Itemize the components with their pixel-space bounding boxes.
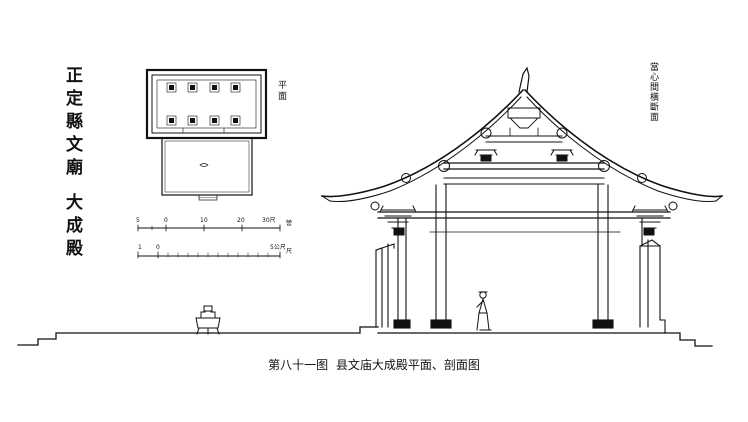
scale-upper-tick-0: 5: [136, 217, 140, 224]
plan-label: 平面: [276, 80, 286, 102]
plan-columns: [169, 85, 238, 123]
section-label: 當心間橫斷面: [648, 62, 658, 122]
outer-columns: [393, 217, 643, 329]
plan-burner-mark: [199, 163, 209, 167]
scale-upper-tick-2: 10: [200, 217, 208, 224]
plan-platform: [161, 137, 253, 196]
ground-profile: [17, 326, 713, 347]
scale-lower-tick-2: 5公尺: [270, 244, 286, 251]
left-wall: [375, 243, 395, 328]
human-figure: [476, 291, 492, 331]
floor-plan: [145, 68, 268, 201]
figure-caption: 第八十一图 县文庙大成殿平面、剖面图: [0, 356, 748, 373]
scale-bar-upper: [137, 224, 281, 232]
cross-section: [321, 66, 723, 334]
scale-upper-tick-4: 30尺: [262, 217, 276, 224]
figure-number: 第八十一图: [268, 358, 329, 372]
scale-lower-unit: 尺: [286, 248, 292, 255]
scale-lower-tick-0: 1: [138, 244, 142, 251]
drawing-title: 正定縣文廟 大成殿: [62, 66, 82, 262]
eave-brackets-right: [631, 205, 669, 236]
plan-floor: [156, 79, 257, 129]
scale-upper-tick-1: 0: [164, 217, 168, 224]
roof-right: [523, 88, 723, 198]
upper-brackets: [474, 127, 574, 162]
right-wall: [639, 239, 666, 334]
eave-brackets-left: [379, 205, 417, 236]
scale-bar-lower: [137, 251, 281, 259]
plan-inner-wall: [151, 74, 262, 134]
inner-columns: [430, 184, 614, 329]
plan-column-bases: [166, 82, 241, 126]
roof-left: [321, 88, 525, 198]
scale-upper-unit: 營: [286, 219, 292, 227]
incense-burner: [195, 305, 221, 335]
ridge-finial: [518, 66, 530, 93]
figure-title: 县文庙大成殿平面、剖面图: [335, 358, 480, 372]
scale-lower-tick-1: 0: [156, 244, 160, 251]
scale-upper-tick-3: 20: [237, 217, 245, 224]
